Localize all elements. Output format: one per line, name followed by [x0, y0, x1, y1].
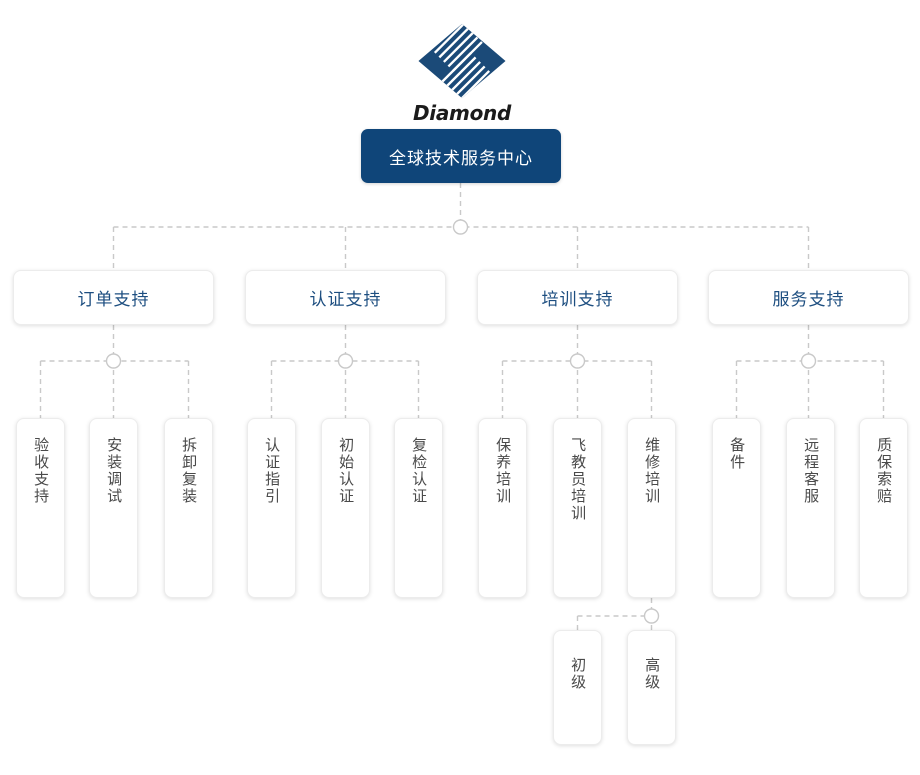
node-label: 保养培训: [494, 437, 513, 505]
node-label: 质保索赔: [875, 437, 894, 505]
junction-node-order: [105, 353, 122, 369]
junction-node-service: [800, 353, 817, 369]
node-certification-support[interactable]: 认证支持: [245, 270, 446, 325]
junction-node-repair-training: [643, 608, 660, 624]
node-repair-training[interactable]: 维修培训: [627, 418, 676, 598]
junction-node-training: [569, 353, 586, 369]
junction-node-root: [452, 219, 469, 235]
node-acceptance-support[interactable]: 验收支持: [16, 418, 65, 598]
node-warranty-claim[interactable]: 质保索赔: [859, 418, 908, 598]
node-spare-parts[interactable]: 备件: [712, 418, 761, 598]
node-label: 拆卸复装: [180, 437, 199, 505]
brand-wordmark: Diamond: [413, 101, 511, 125]
diamond-logo-icon: [418, 23, 506, 99]
node-label: 验收支持: [32, 437, 51, 505]
node-label: 复检认证: [410, 437, 429, 505]
node-label: 初级: [569, 657, 588, 691]
node-maintenance-training[interactable]: 保养培训: [478, 418, 527, 598]
node-global-technical-service-center[interactable]: 全球技术服务中心: [361, 129, 561, 183]
node-label: 飞教员培训: [569, 437, 588, 522]
node-training-support[interactable]: 培训支持: [477, 270, 678, 325]
node-remote-customer-service[interactable]: 远程客服: [786, 418, 835, 598]
node-order-support[interactable]: 订单支持: [13, 270, 214, 325]
node-label: 安装调试: [105, 437, 124, 505]
brand-logo: Diamond: [398, 22, 526, 125]
node-label: 初始认证: [337, 437, 356, 505]
node-certification-guidance[interactable]: 认证指引: [247, 418, 296, 598]
node-repair-training-advanced[interactable]: 高级: [627, 630, 676, 745]
node-repair-training-basic[interactable]: 初级: [553, 630, 602, 745]
node-label: 远程客服: [802, 437, 821, 505]
node-label: 认证指引: [263, 437, 282, 505]
node-service-support[interactable]: 服务支持: [708, 270, 909, 325]
node-recheck-certification[interactable]: 复检认证: [394, 418, 443, 598]
node-disassembly-reassembly[interactable]: 拆卸复装: [164, 418, 213, 598]
node-label: 高级: [643, 657, 662, 691]
node-label: 备件: [728, 437, 747, 471]
node-initial-certification[interactable]: 初始认证: [321, 418, 370, 598]
node-installation-commissioning[interactable]: 安装调试: [89, 418, 138, 598]
node-flight-instructor-training[interactable]: 飞教员培训: [553, 418, 602, 598]
node-label: 维修培训: [643, 437, 662, 505]
junction-node-certification: [337, 353, 354, 369]
